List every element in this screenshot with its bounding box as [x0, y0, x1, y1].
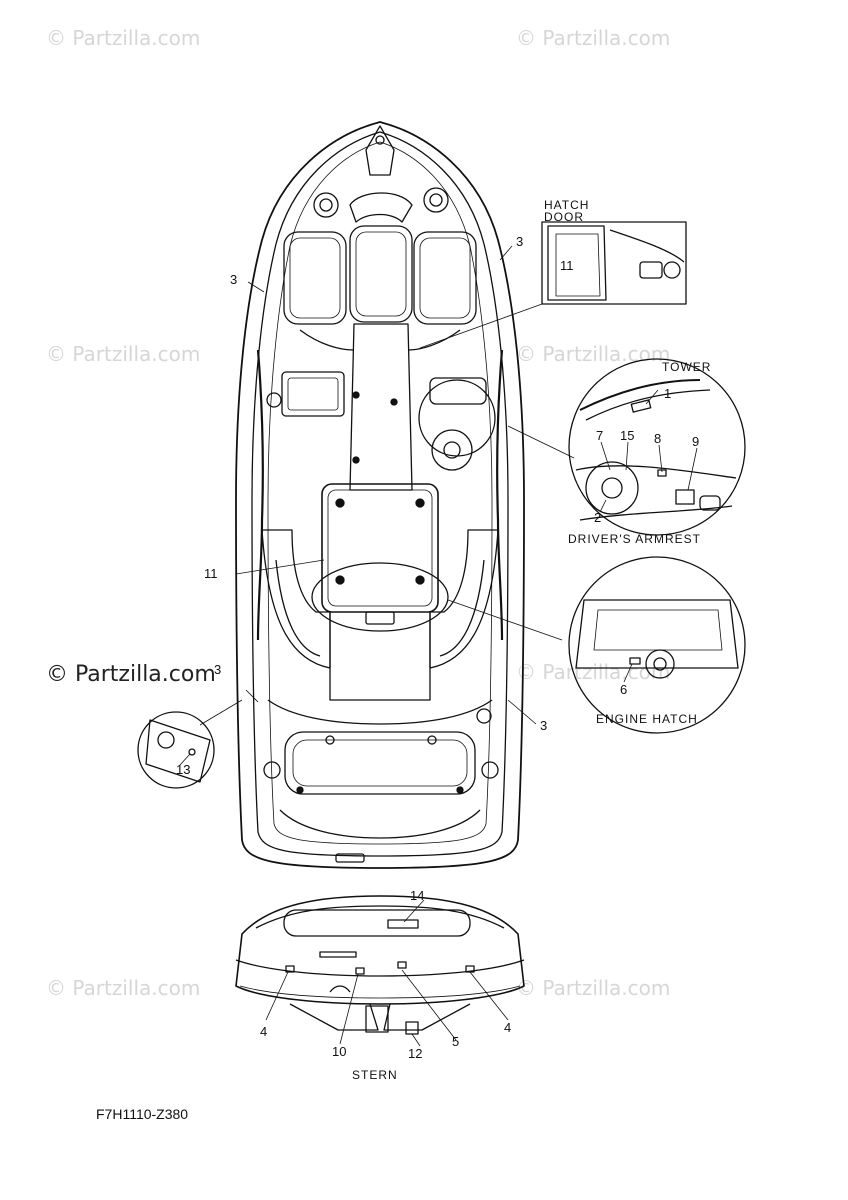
watermark: © Partzilla.com [516, 976, 671, 1000]
callout-3: 3 [214, 662, 222, 677]
hull-top-view [235, 121, 525, 869]
callout-14: 14 [410, 888, 425, 903]
callout-6: 6 [620, 682, 628, 697]
diagram-code: F7H1110-Z380 [96, 1106, 189, 1122]
watermark: © Partzilla.com [46, 342, 201, 366]
label-stern: STERN [352, 1068, 398, 1082]
label-hatch: HATCH [544, 198, 590, 212]
label-engine-hatch: ENGINE HATCH [596, 712, 698, 726]
callout-13: 13 [176, 762, 191, 777]
callout-4: 4 [260, 1024, 268, 1039]
watermark-main: © Partzilla.com [46, 662, 216, 687]
callout-12: 12 [408, 1046, 423, 1061]
callout-8: 8 [654, 431, 662, 446]
callout-11: 11 [204, 566, 218, 581]
side-detail-inset [137, 711, 215, 789]
watermark: © Partzilla.com [46, 976, 201, 1000]
tower-drivers-armrest-inset [568, 358, 746, 536]
watermark: © Partzilla.com [516, 342, 671, 366]
callout-5: 5 [452, 1034, 460, 1049]
label-tower: TOWER [662, 360, 712, 374]
callout-2: 2 [594, 510, 602, 525]
label-drivers-armrest: DRIVER'S ARMREST [568, 532, 701, 546]
hatch-door-inset [541, 221, 687, 305]
callout-1: 1 [664, 386, 672, 401]
leader-lines [179, 245, 698, 1047]
watermark: © Partzilla.com [516, 26, 671, 50]
callout-7: 7 [596, 428, 604, 443]
callout-15: 15 [620, 428, 635, 443]
stern-view [235, 895, 525, 1035]
callout-4: 4 [504, 1020, 512, 1035]
engine-hatch-inset [568, 556, 746, 734]
callout-3: 3 [230, 272, 238, 287]
callout-10: 10 [332, 1044, 347, 1059]
watermark: © Partzilla.com [516, 660, 671, 684]
callout-9: 9 [692, 434, 700, 449]
callout-3: 3 [540, 718, 548, 733]
watermark: © Partzilla.com [46, 26, 201, 50]
label-door: DOOR [544, 210, 584, 224]
callout-11: 11 [560, 258, 574, 273]
callout-3: 3 [516, 234, 524, 249]
